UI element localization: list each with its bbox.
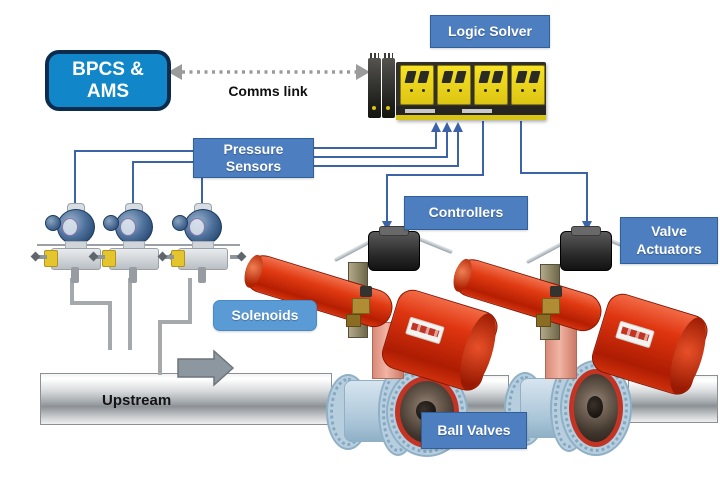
solenoid-coil xyxy=(550,286,562,297)
solenoid-block xyxy=(542,298,560,314)
connector xyxy=(491,71,504,83)
label-text: Actuators xyxy=(636,240,702,257)
led-dot xyxy=(521,89,524,92)
label-text: Controllers xyxy=(428,204,504,221)
connector xyxy=(454,71,467,83)
solenoid-block xyxy=(536,314,551,327)
comms-link-label: Comms link xyxy=(228,83,308,99)
led-dot xyxy=(459,89,462,92)
transmitter-knob xyxy=(45,215,61,231)
brand-label xyxy=(405,316,445,345)
transmitter-head xyxy=(57,209,95,245)
led-dot xyxy=(422,89,425,92)
connector xyxy=(404,71,417,83)
connector xyxy=(515,71,528,83)
upstream-label: Upstream xyxy=(102,392,172,409)
rail-label xyxy=(462,109,492,113)
solenoid-coil xyxy=(360,286,372,297)
connector xyxy=(528,71,541,83)
transmitter-knob xyxy=(103,215,119,231)
solver-output-wires xyxy=(386,121,588,222)
connector xyxy=(417,71,430,83)
valve-stem xyxy=(35,255,47,259)
sensor-wire-arrowheads xyxy=(431,122,463,132)
rail-label xyxy=(405,109,435,113)
label-logic-solver: Logic Solver xyxy=(430,15,550,48)
valve-controller xyxy=(560,226,612,271)
valve-seat-ring xyxy=(569,369,623,447)
io-rack xyxy=(396,62,546,120)
led-dot xyxy=(410,89,413,92)
connector xyxy=(478,71,491,83)
pressure-transmitter xyxy=(30,203,120,291)
io-module xyxy=(437,65,471,105)
solenoid-block xyxy=(352,298,370,314)
label-text: Sensors xyxy=(225,158,282,174)
sensor-wires xyxy=(74,131,459,208)
label-text: Pressure xyxy=(223,140,284,157)
drain-stub xyxy=(198,267,206,283)
valve-stem xyxy=(162,255,174,259)
valve-bore xyxy=(587,395,604,418)
label-valve-actuators: Valve Actuators xyxy=(620,217,718,264)
pressure-transmitter xyxy=(88,203,178,291)
label-text: Valve xyxy=(651,223,687,239)
impulse-lines xyxy=(70,278,192,375)
logic-solver-hardware xyxy=(368,53,546,120)
valve-stem xyxy=(93,255,105,259)
pressure-transmitter xyxy=(157,203,247,291)
label-ball-valves: Ball Valves xyxy=(421,412,527,449)
led-dot xyxy=(484,89,487,92)
label-text: Solenoids xyxy=(231,306,299,323)
bpcs-ams-node: BPCS & AMS xyxy=(45,50,171,111)
label-solenoids: Solenoids xyxy=(213,300,317,331)
connector xyxy=(441,71,454,83)
io-module xyxy=(474,65,508,105)
label-controllers: Controllers xyxy=(404,196,528,230)
rail-strip xyxy=(396,115,546,120)
psu-module xyxy=(368,53,381,118)
brand-label xyxy=(615,320,655,349)
bpcs-label-line2: AMS xyxy=(86,80,130,102)
transmitter-head xyxy=(184,209,222,245)
label-text: Ball Valves xyxy=(437,421,511,438)
io-module xyxy=(511,65,545,105)
solenoid-block xyxy=(346,314,361,327)
label-text: Logic Solver xyxy=(447,22,533,39)
io-module xyxy=(400,65,434,105)
transmitter-head xyxy=(115,209,153,245)
module-rail xyxy=(396,106,546,120)
flow-direction-arrow xyxy=(177,349,235,387)
led-dot xyxy=(447,89,450,92)
valve-stem xyxy=(230,255,242,259)
psu-module xyxy=(382,53,395,118)
transmitter-knob xyxy=(172,215,188,231)
valve-controller xyxy=(368,226,420,271)
label-pressure-sensors: Pressure Sensors xyxy=(193,138,314,178)
led-dot xyxy=(533,89,536,92)
pipe-upstream xyxy=(40,373,332,425)
bpcs-label-line1: BPCS & xyxy=(72,59,144,81)
drain-stub xyxy=(71,267,79,283)
led-dot xyxy=(496,89,499,92)
drain-stub xyxy=(129,267,137,283)
comms-link-arrow xyxy=(168,64,370,80)
